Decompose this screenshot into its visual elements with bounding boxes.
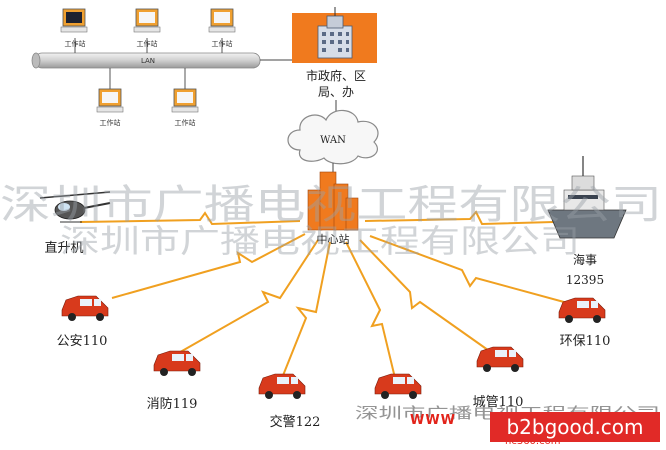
- fire-truck-icon: [153, 350, 201, 376]
- workstation: [96, 88, 124, 113]
- workstation: [171, 88, 199, 113]
- vehicle-label: 公安110: [57, 334, 108, 349]
- link-fire: [174, 239, 319, 356]
- vehicle-label: 消防119: [147, 396, 198, 412]
- watermark-line2: 深圳市广播电视工程有限公司: [60, 222, 580, 260]
- ship-icon: [547, 156, 627, 239]
- workstation-label: 工作站: [175, 118, 196, 127]
- lan-bus: LAN: [31, 52, 261, 69]
- ship-label-line1: 海事: [573, 252, 597, 267]
- link-env-a: [359, 239, 496, 356]
- b2bgood-badge: b2bgood.com: [490, 412, 660, 442]
- police-car-icon: [61, 295, 109, 321]
- workstation-label: 工作站: [212, 39, 233, 48]
- urban-management-car-icon: [476, 346, 524, 372]
- environmental-car-icon: [558, 297, 606, 323]
- vehicle-label: 交警122: [270, 414, 321, 430]
- traffic-police-car-icon: [258, 373, 306, 399]
- lan-label: LAN: [141, 57, 155, 65]
- workstation-label: 工作站: [137, 39, 158, 48]
- workstation-label: 工作站: [65, 39, 86, 48]
- helicopter-label: 直升机: [44, 241, 83, 256]
- link-police: [111, 233, 306, 299]
- ship-label-line2: 12395: [566, 273, 604, 287]
- workstation-label: 工作站: [100, 118, 121, 127]
- link-traffic: [281, 241, 331, 379]
- watermark-line1: 深圳市广播电视工程有限公司: [0, 182, 662, 228]
- link-urban: [345, 241, 396, 379]
- link-ship: [364, 210, 591, 226]
- center-label: 中心站: [317, 232, 350, 246]
- workstation: [133, 8, 161, 33]
- wan-cloud-icon: [287, 109, 379, 165]
- wireless-links: [79, 210, 591, 379]
- site-watermark: WWW: [410, 413, 457, 428]
- urban-management-car-icon: [374, 373, 422, 399]
- vehicle-label: 环保110: [560, 334, 611, 349]
- center-station-icon: [307, 171, 359, 231]
- link-env-b: [369, 235, 576, 306]
- government-building-icon: [292, 7, 377, 63]
- workstation: [60, 8, 88, 33]
- link-helicopter: [79, 211, 301, 226]
- workstation: [208, 8, 236, 33]
- government-label-line2: 局、办: [318, 84, 354, 99]
- government-label-line1: 市政府、区: [306, 68, 366, 83]
- helicopter-icon: [39, 191, 111, 223]
- vehicle-label: 城管110: [473, 395, 524, 410]
- wan-label: WAN: [320, 135, 346, 146]
